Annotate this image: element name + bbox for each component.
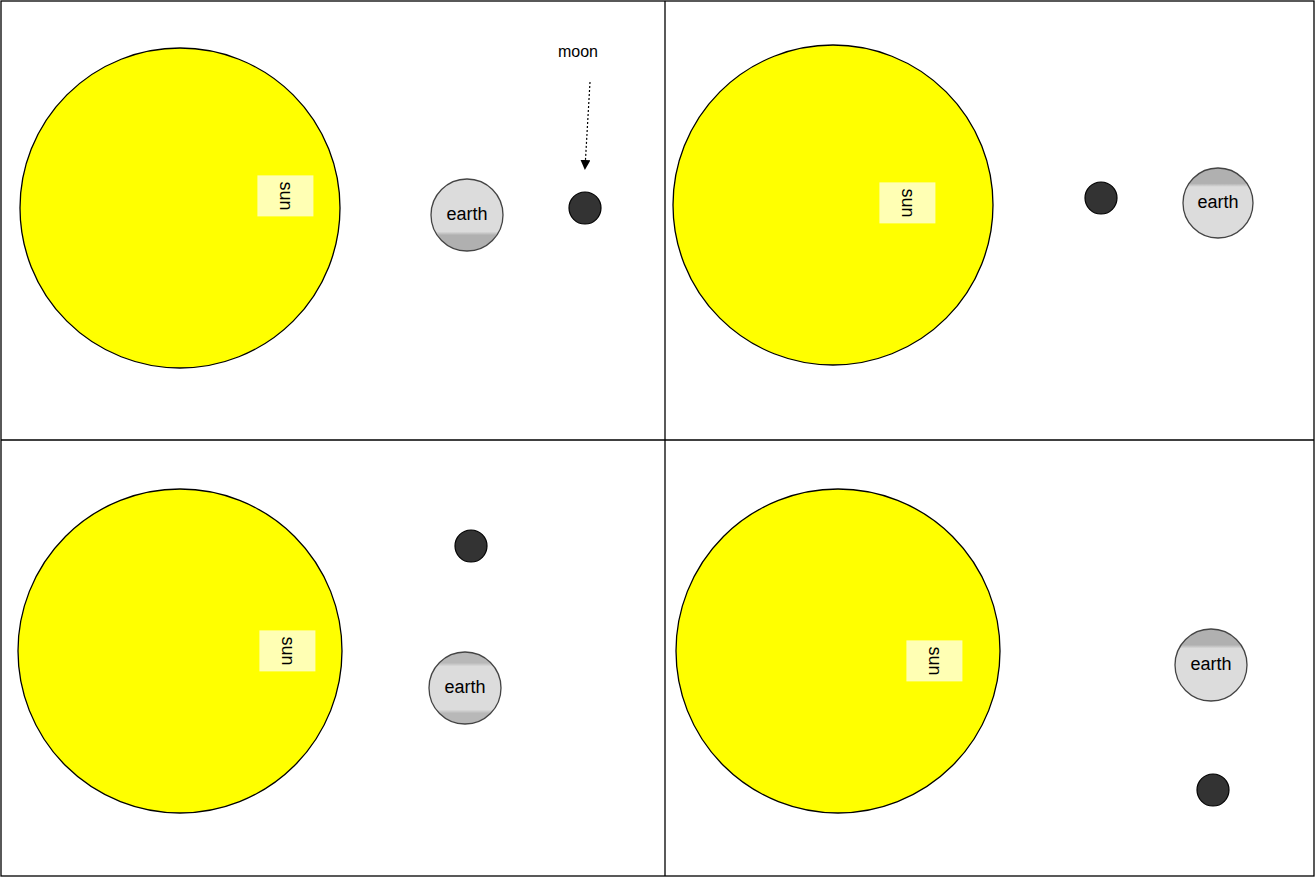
earth-label: earth	[1190, 655, 1231, 675]
earth-circle: earth	[1173, 627, 1249, 703]
circle-outline	[671, 43, 995, 367]
earth-circle: earth	[427, 650, 503, 726]
sun-circle: sun	[671, 43, 995, 367]
sun-label: sun	[258, 175, 314, 216]
earth-label: earth	[444, 678, 485, 698]
leader-arrow	[585, 82, 590, 168]
sun-label: sun	[880, 182, 936, 223]
sun-circle: sun	[674, 487, 1002, 815]
earth-label: earth	[1197, 193, 1238, 213]
sun-label: sun	[907, 640, 963, 681]
earth-circle: earth	[429, 177, 505, 253]
callout-label: moon	[558, 43, 598, 61]
earth-label: earth	[446, 205, 487, 225]
sun-circle: sun	[16, 487, 344, 815]
sun-circle: sun	[18, 46, 342, 370]
earth-circle: earth	[1181, 166, 1255, 240]
sun-label: sun	[260, 630, 316, 671]
